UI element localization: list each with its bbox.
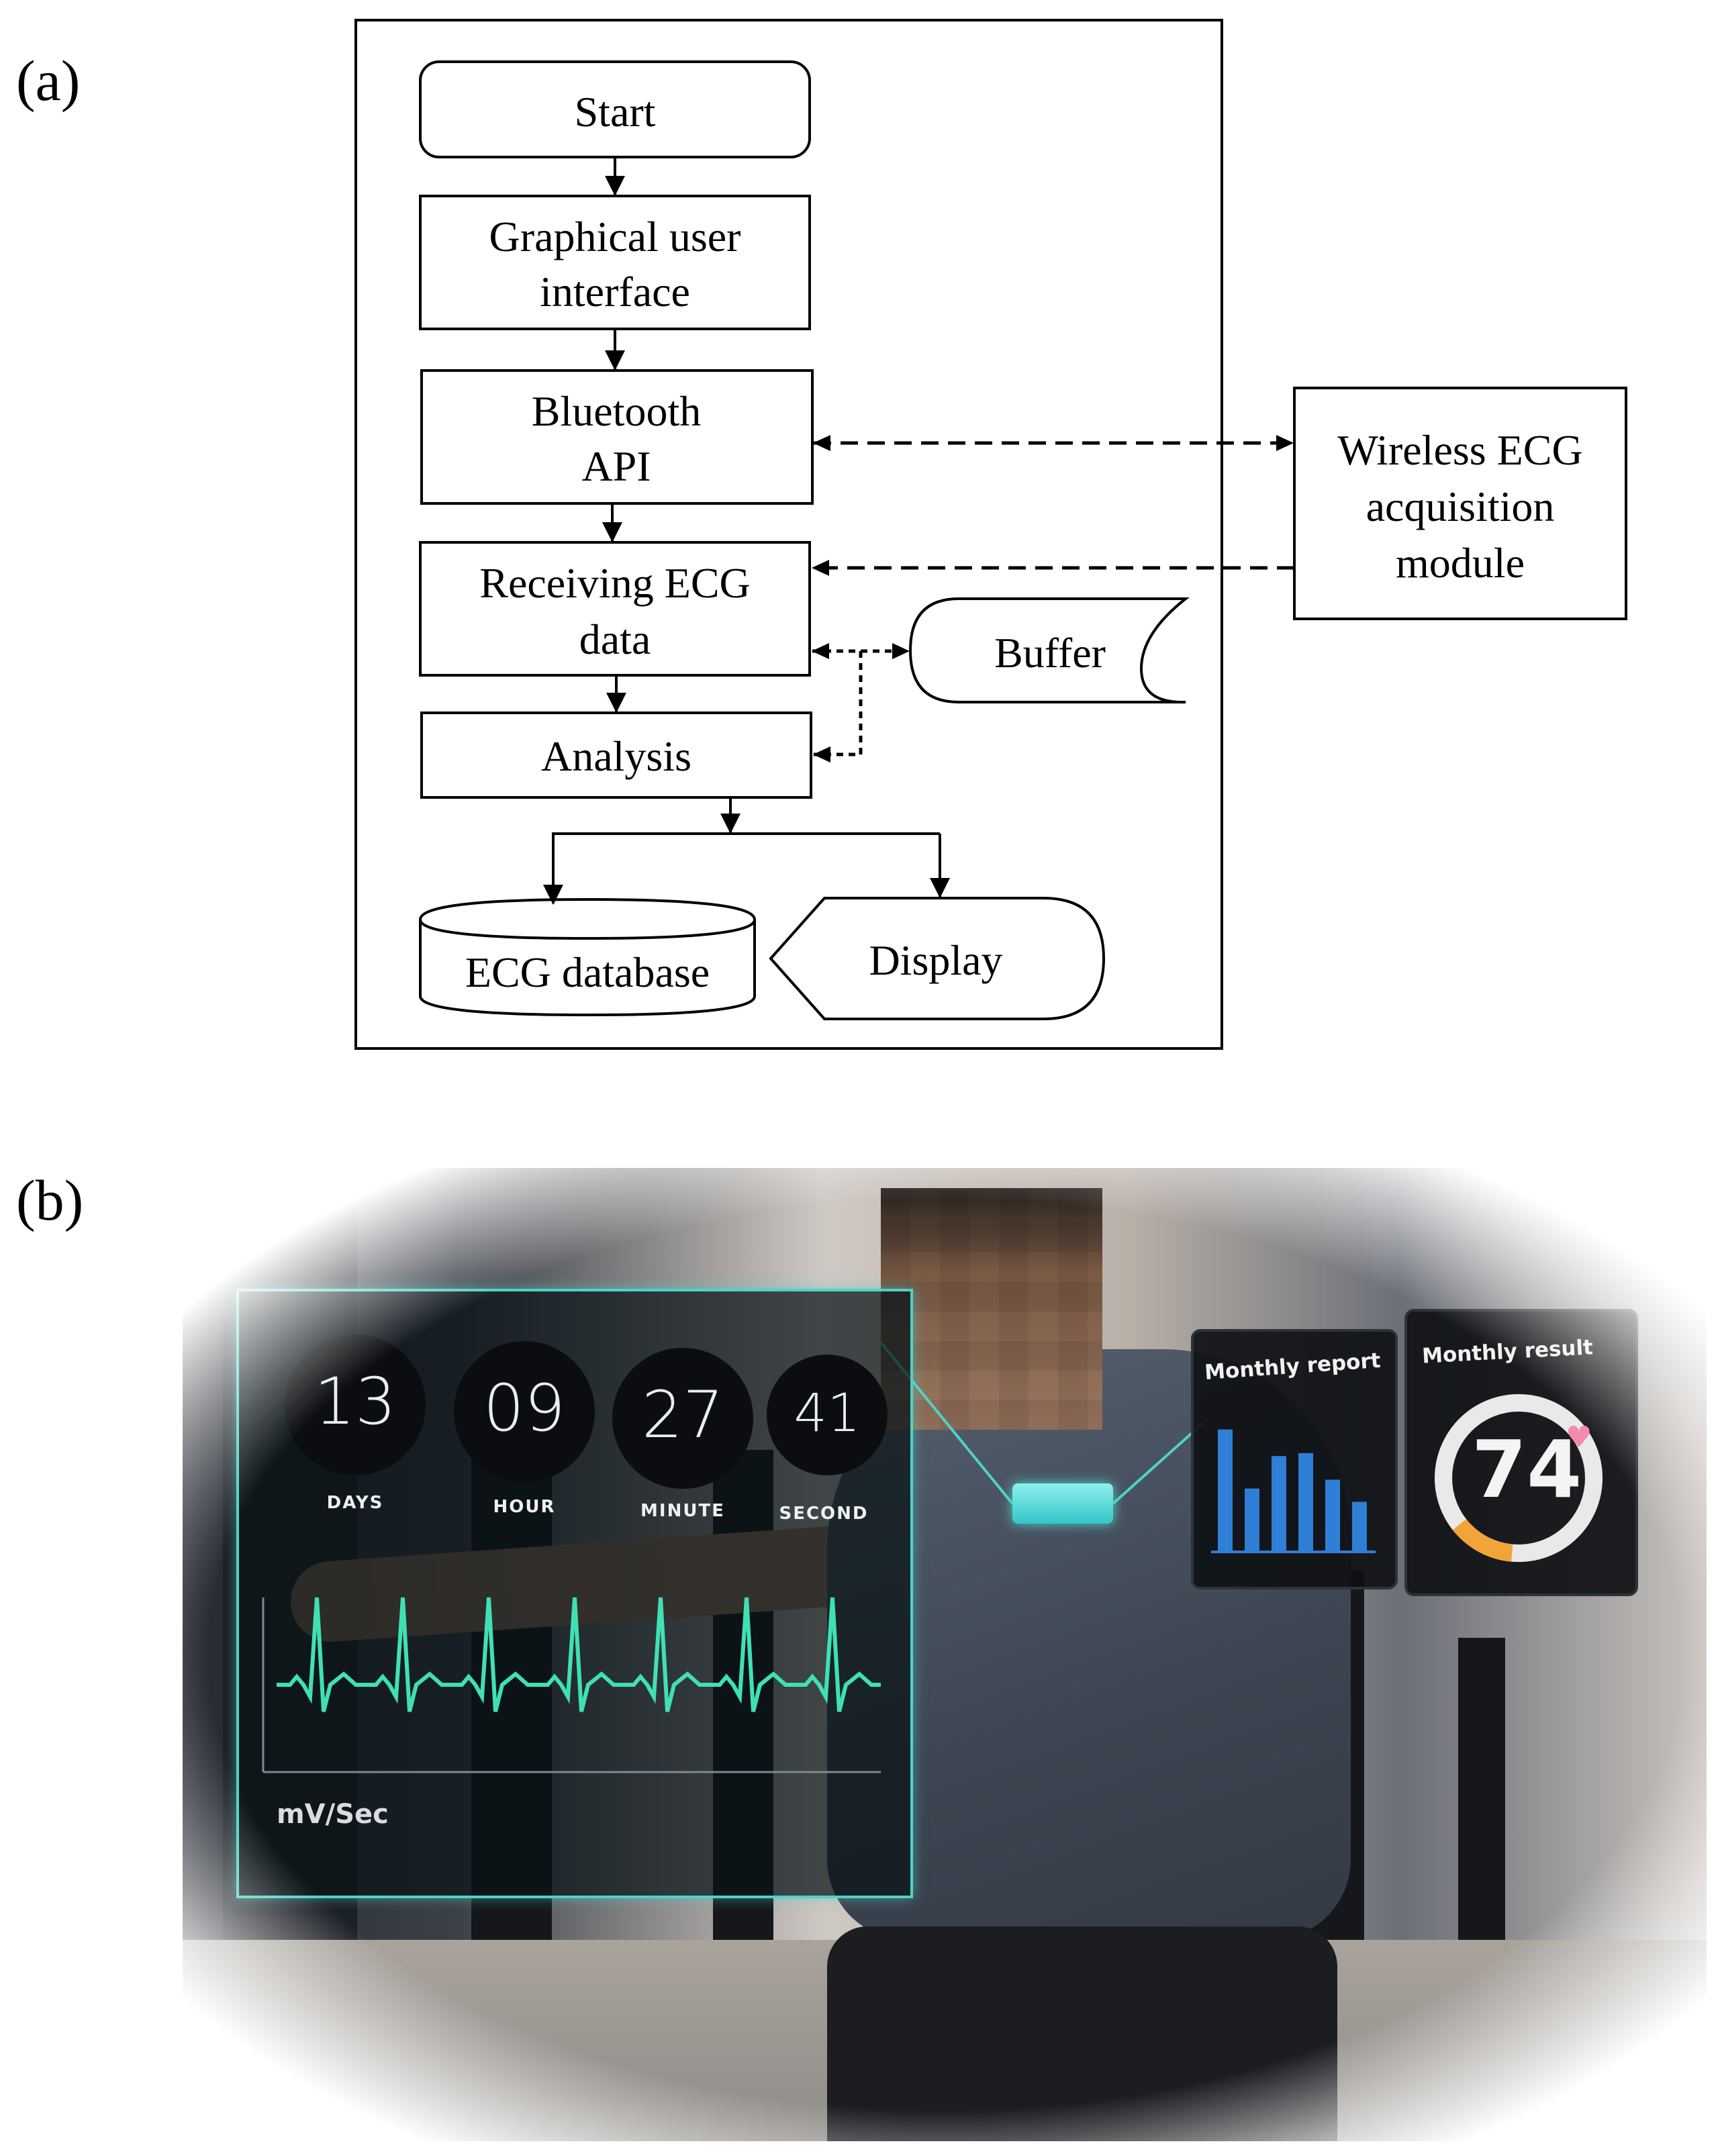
database-node (419, 897, 756, 1017)
database-label: ECG database (465, 948, 710, 996)
timer-days-value: 13 (285, 1334, 426, 1475)
wireless-label-line1: Wireless ECG (1337, 426, 1582, 474)
report-bar (1218, 1429, 1233, 1551)
monthly-result-ring (1435, 1394, 1603, 1562)
start-label: Start (575, 88, 656, 136)
wireless-label-line3: module (1396, 539, 1525, 587)
timer-second-value: 41 (767, 1355, 888, 1475)
wireless-label-line2: acquisition (1366, 483, 1555, 530)
timer-second-label: SECOND (779, 1504, 869, 1524)
database-top-rim (419, 919, 756, 940)
link-buffer-analysis (813, 651, 863, 763)
timer-minute-label: MINUTE (640, 1501, 725, 1521)
gui-label-line1: Graphical user (489, 213, 741, 260)
panel-b-label: (b) (16, 1168, 84, 1232)
person-shorts (827, 1926, 1337, 2141)
timer-days-label: DAYS (326, 1493, 384, 1513)
monthly-report-chart (1211, 1429, 1376, 1553)
ecg-units-label: mV/Sec (277, 1799, 389, 1830)
panel-a-label: (a) (16, 48, 81, 113)
report-bar (1245, 1488, 1259, 1551)
buffer-label: Buffer (994, 629, 1106, 677)
analysis-node (420, 712, 812, 799)
ecg-device (1012, 1483, 1113, 1524)
report-bar (1298, 1453, 1313, 1551)
ring-track (1435, 1394, 1603, 1562)
report-bar (1325, 1479, 1340, 1551)
bluetooth-label-line2: API (581, 442, 651, 490)
timer-hour-label: HOUR (493, 1497, 556, 1517)
bluetooth-node (420, 369, 814, 505)
analysis-label: Analysis (541, 732, 691, 780)
monthly-result-value: 74 (1472, 1423, 1582, 1516)
bluetooth-label-line1: Bluetooth (532, 387, 701, 435)
display-label: Display (869, 936, 1002, 984)
display-node (769, 897, 1106, 1020)
receiving-label-line2: data (579, 616, 651, 663)
timer-hour-value: 09 (454, 1341, 595, 1482)
wireless-module-node (1293, 387, 1627, 620)
connector-right (1112, 1422, 1204, 1505)
ecg-trace (277, 1597, 881, 1712)
report-bar (1272, 1456, 1286, 1551)
timer-minute-value: 27 (612, 1348, 753, 1489)
ecg-trace-chart (262, 1597, 881, 1773)
heart-icon: ♥ (1566, 1420, 1592, 1455)
ring-progress (1435, 1394, 1603, 1562)
receiving-node (419, 541, 811, 677)
report-bar (1352, 1502, 1367, 1551)
gui-label-line2: interface (540, 268, 690, 315)
flowchart-frame (354, 19, 1223, 1050)
receiving-label-line1: Receiving ECG (479, 559, 750, 607)
buffer-node (908, 597, 1190, 704)
flowchart: Start Graphical user interface Bluetooth… (354, 19, 1627, 1050)
gym-photo: 13 09 27 41 DAYS HOUR MINUTE SECOND mV/S… (183, 1168, 1707, 2141)
